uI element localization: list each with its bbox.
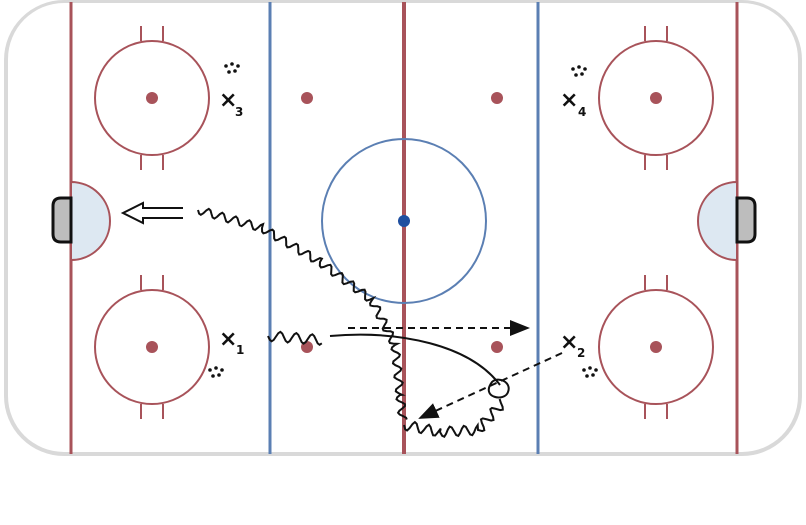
puck-pile-icon <box>208 366 224 378</box>
puck-pile-icon <box>582 366 598 378</box>
neutral-dot <box>491 92 503 104</box>
faceoff-circle-top-left <box>94 26 210 170</box>
svg-text:1: 1 <box>236 343 244 357</box>
hollow-arrow-icon <box>120 201 183 225</box>
svg-text:×: × <box>219 88 237 113</box>
player-x4: × 4 <box>560 88 586 119</box>
hockey-net-icon <box>51 196 73 244</box>
player-x2: × 2 <box>560 330 585 360</box>
shot-path <box>329 333 501 386</box>
skating-path <box>403 398 504 438</box>
goal-crease-right <box>697 180 738 262</box>
puck-pile-icon <box>224 62 240 74</box>
player-x3: × 3 <box>219 88 243 119</box>
svg-text:×: × <box>560 88 578 113</box>
skating-path <box>267 330 323 347</box>
puck-pile-icon <box>571 65 587 77</box>
faceoff-circle-bottom-right <box>598 275 714 419</box>
svg-text:4: 4 <box>578 105 586 119</box>
faceoff-circle-top-right <box>598 26 714 170</box>
hockey-net-icon <box>735 196 757 244</box>
center-circle <box>321 138 487 304</box>
faceoff-circle-bottom-left <box>94 275 210 419</box>
pivot-loop <box>488 378 510 399</box>
svg-text:×: × <box>560 330 578 355</box>
goal-crease-left <box>70 180 111 262</box>
center-dot <box>398 215 410 227</box>
svg-text:2: 2 <box>577 346 585 360</box>
svg-text:×: × <box>219 327 237 352</box>
neutral-dot <box>301 92 313 104</box>
skating-path <box>197 207 408 420</box>
neutral-dot <box>491 341 503 353</box>
svg-text:3: 3 <box>235 105 243 119</box>
player-x1: × 1 <box>219 327 244 357</box>
pass-arrow <box>418 352 563 419</box>
